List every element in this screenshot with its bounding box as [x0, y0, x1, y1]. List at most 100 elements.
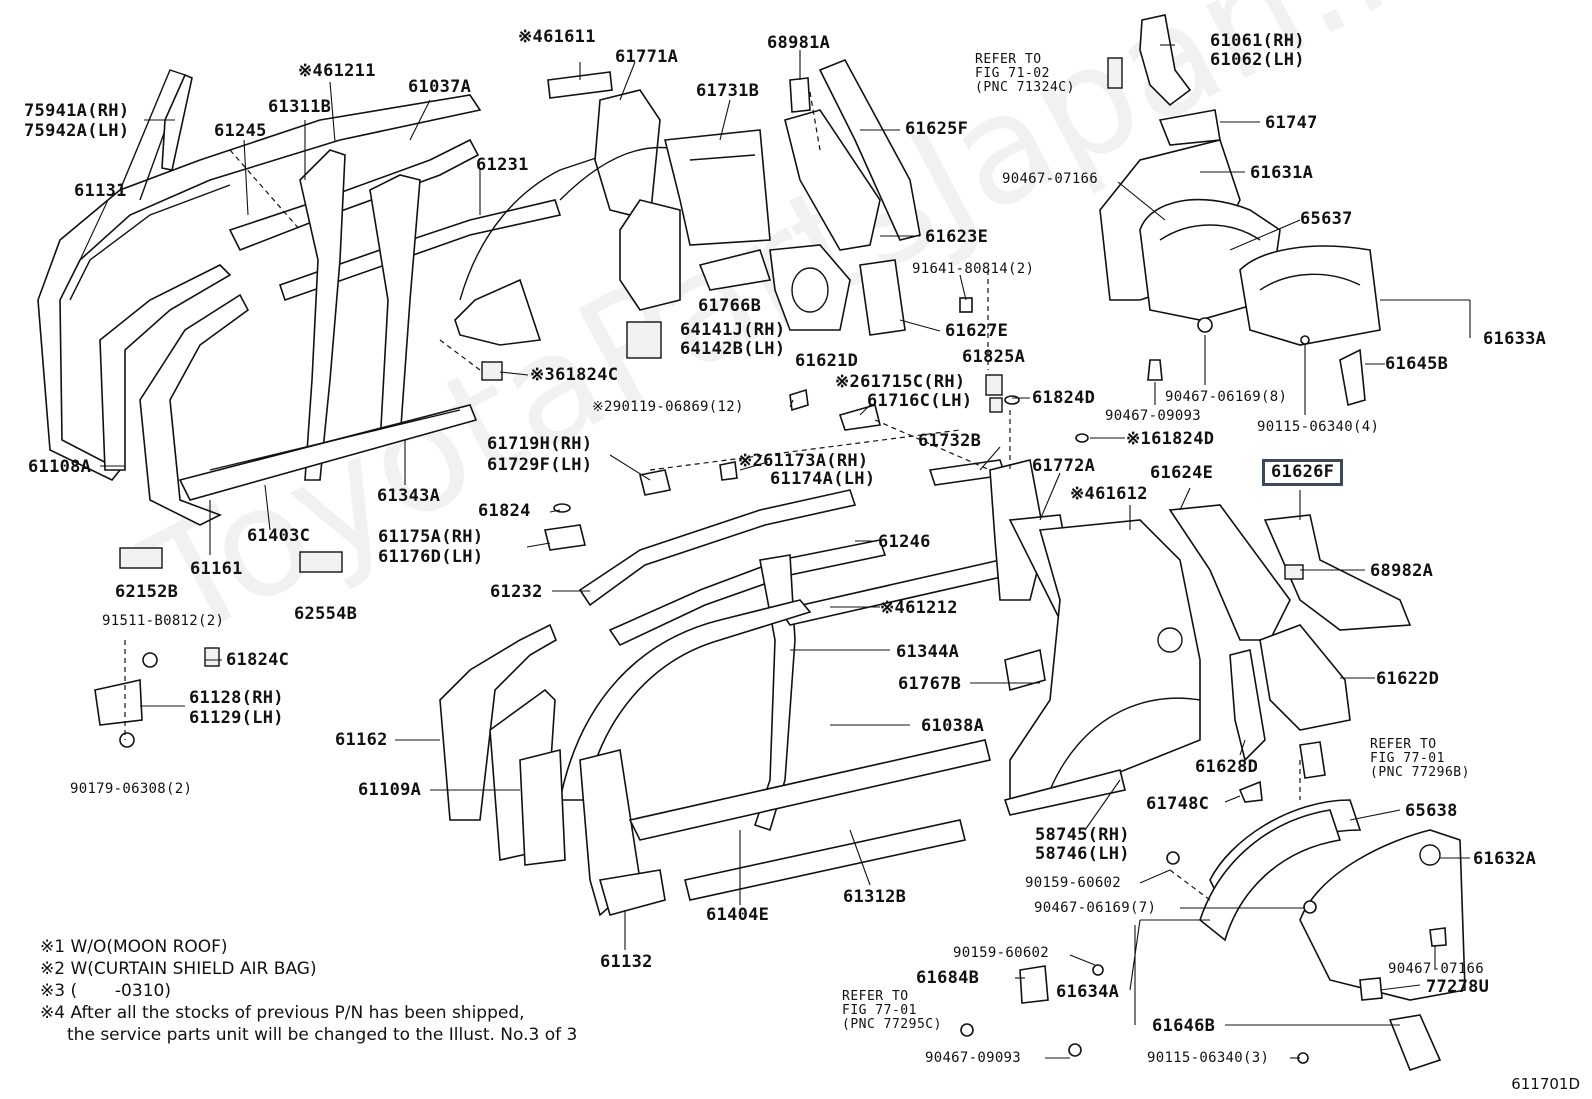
- part-label-75942a[interactable]: 75942A(LH): [24, 121, 130, 141]
- part-label-61174a[interactable]: 61174A(LH): [770, 469, 876, 489]
- part-label-61772a[interactable]: 61772A: [1032, 456, 1096, 476]
- part-label-61731b[interactable]: 61731B: [696, 81, 760, 101]
- ref-line-2: FIG 77-01: [842, 1003, 917, 1018]
- part-label-61062[interactable]: 61062(LH): [1210, 50, 1305, 70]
- part-label-61824[interactable]: 61824: [478, 501, 531, 521]
- part-label-61129[interactable]: 61129(LH): [189, 708, 284, 728]
- part-label-91511-b0812[interactable]: 91511-B0812(2): [102, 613, 225, 629]
- part-label-61719h[interactable]: 61719H(RH): [487, 434, 593, 454]
- part-label-61645b[interactable]: 61645B: [1385, 354, 1449, 374]
- part-label-61747[interactable]: 61747: [1265, 113, 1318, 133]
- part-label-61246[interactable]: 61246: [878, 532, 931, 552]
- part-label-61131[interactable]: 61131: [74, 181, 127, 201]
- part-label-61633a[interactable]: 61633A: [1483, 329, 1547, 349]
- part-label-61628d[interactable]: 61628D: [1195, 757, 1259, 777]
- part-label-61621d[interactable]: 61621D: [795, 351, 859, 371]
- part-label-61824c-b[interactable]: 61824C: [226, 650, 290, 670]
- upper-center-parts: [547, 58, 1089, 443]
- part-label-61766b[interactable]: 61766B: [698, 296, 762, 316]
- part-label-68981a[interactable]: 68981A: [767, 33, 831, 53]
- part-label-62152b[interactable]: 62152B: [115, 582, 179, 602]
- part-label-61344a[interactable]: 61344A: [896, 642, 960, 662]
- part-label-58745[interactable]: 58745(RH): [1035, 825, 1130, 845]
- part-label-61716c[interactable]: 61716C(LH): [867, 391, 973, 411]
- part-label-61132[interactable]: 61132: [600, 952, 653, 972]
- part-label-61128[interactable]: 61128(RH): [189, 688, 284, 708]
- part-label-61732b[interactable]: 61732B: [918, 431, 982, 451]
- part-label-61343a[interactable]: 61343A: [377, 486, 441, 506]
- part-label-90467-06169-8[interactable]: 90467-06169(8): [1165, 389, 1288, 405]
- ref-line-3: (PNC 77295C): [842, 1017, 942, 1032]
- part-label-61108a[interactable]: 61108A: [28, 457, 92, 477]
- part-label-61038a[interactable]: 61038A: [921, 716, 985, 736]
- part-label-64141j[interactable]: 64141J(RH): [680, 320, 786, 340]
- part-label-61715c[interactable]: ※261715C(RH): [835, 372, 966, 392]
- rear-wheel-housing-upper: [1099, 14, 1381, 407]
- part-label-90467-06169-7[interactable]: 90467-06169(7): [1034, 900, 1157, 916]
- ref-line-3: (PNC 77296B): [1370, 765, 1470, 780]
- refer-to-fig-77-01-b[interactable]: REFER TO FIG 77-01 (PNC 77295C): [842, 990, 942, 1032]
- part-label-61729f[interactable]: 61729F(LH): [487, 455, 593, 475]
- part-label-61631a[interactable]: 61631A: [1250, 163, 1314, 183]
- part-label-61824d-a[interactable]: 61824D: [1032, 388, 1096, 408]
- part-label-61311b[interactable]: 61311B: [268, 97, 332, 117]
- ref-line-3: (PNC 71324C): [975, 80, 1075, 95]
- part-label-61404e[interactable]: 61404E: [706, 905, 770, 925]
- part-label-61824c-a[interactable]: ※361824C: [530, 365, 619, 385]
- part-label-90119-06869[interactable]: ※290119-06869(12): [592, 399, 744, 415]
- part-label-61161[interactable]: 61161: [190, 559, 243, 579]
- part-label-61611[interactable]: ※461611: [518, 27, 596, 47]
- part-label-61312b[interactable]: 61312B: [843, 887, 907, 907]
- part-label-90115-06340-3[interactable]: 90115-06340(3): [1147, 1050, 1270, 1066]
- part-label-61623e[interactable]: 61623E: [925, 227, 989, 247]
- part-label-61634a[interactable]: 61634A: [1056, 982, 1120, 1002]
- part-label-61211[interactable]: ※461211: [298, 61, 376, 81]
- part-label-61037a[interactable]: 61037A: [408, 77, 472, 97]
- part-label-65637[interactable]: 65637: [1300, 209, 1353, 229]
- part-label-61109a[interactable]: 61109A: [358, 780, 422, 800]
- part-label-61627e[interactable]: 61627E: [945, 321, 1009, 341]
- part-label-61612[interactable]: ※461612: [1070, 484, 1148, 504]
- part-label-77278u[interactable]: 77278U: [1426, 977, 1490, 997]
- part-label-90467-07166-b[interactable]: 90467-07166: [1388, 961, 1485, 977]
- part-label-64142b[interactable]: 64142B(LH): [680, 339, 786, 359]
- part-label-90467-09093-b[interactable]: 90467-09093: [925, 1050, 1022, 1066]
- part-label-61061[interactable]: 61061(RH): [1210, 31, 1305, 51]
- part-label-61646b[interactable]: 61646B: [1152, 1016, 1216, 1036]
- part-label-61232[interactable]: 61232: [490, 582, 543, 602]
- part-label-65638[interactable]: 65638: [1405, 801, 1458, 821]
- part-label-61625f[interactable]: 61625F: [905, 119, 969, 139]
- part-label-61624e[interactable]: 61624E: [1150, 463, 1214, 483]
- part-label-61173a[interactable]: ※261173A(RH): [738, 451, 869, 471]
- part-label-61632a[interactable]: 61632A: [1473, 849, 1537, 869]
- part-label-61231[interactable]: 61231: [476, 155, 529, 175]
- part-label-61162[interactable]: 61162: [335, 730, 388, 750]
- part-label-90159-60602-b[interactable]: 90159-60602: [953, 945, 1050, 961]
- part-label-61767b[interactable]: 61767B: [898, 674, 962, 694]
- part-label-91641-80814[interactable]: 91641-80814(2): [912, 261, 1035, 277]
- part-label-58746[interactable]: 58746(LH): [1035, 844, 1130, 864]
- part-label-61771a[interactable]: 61771A: [615, 47, 679, 67]
- part-label-61175a[interactable]: 61175A(RH): [378, 527, 484, 547]
- part-label-61403c[interactable]: 61403C: [247, 526, 311, 546]
- refer-to-fig-77-01-a[interactable]: REFER TO FIG 77-01 (PNC 77296B): [1370, 738, 1470, 780]
- part-label-90115-06340-4[interactable]: 90115-06340(4): [1257, 419, 1380, 435]
- part-label-90467-07166-a[interactable]: 90467-07166: [1002, 171, 1099, 187]
- part-label-61824d-b[interactable]: ※161824D: [1126, 429, 1215, 449]
- part-label-61176d[interactable]: 61176D(LH): [378, 547, 484, 567]
- part-label-61245[interactable]: 61245: [214, 121, 267, 141]
- part-label-61212[interactable]: ※461212: [880, 598, 958, 618]
- part-label-68982a[interactable]: 68982A: [1370, 561, 1434, 581]
- refer-to-fig-71-02[interactable]: REFER TO FIG 71-02 (PNC 71324C): [975, 53, 1075, 95]
- part-label-75941a[interactable]: 75941A(RH): [24, 101, 130, 121]
- part-label-61622d[interactable]: 61622D: [1376, 669, 1440, 689]
- part-label-90467-09093-a[interactable]: 90467-09093: [1105, 408, 1202, 424]
- part-label-90179-06308[interactable]: 90179-06308(2): [70, 781, 193, 797]
- part-label-61748c[interactable]: 61748C: [1146, 794, 1210, 814]
- footnote-3: ※3 ( -0310): [40, 981, 171, 1001]
- part-label-90159-60602-a[interactable]: 90159-60602: [1025, 875, 1122, 891]
- part-label-61825a[interactable]: 61825A: [962, 347, 1026, 367]
- part-label-61626f-highlighted[interactable]: 61626F: [1262, 459, 1344, 486]
- part-label-62554b[interactable]: 62554B: [294, 604, 358, 624]
- part-label-61684b[interactable]: 61684B: [916, 968, 980, 988]
